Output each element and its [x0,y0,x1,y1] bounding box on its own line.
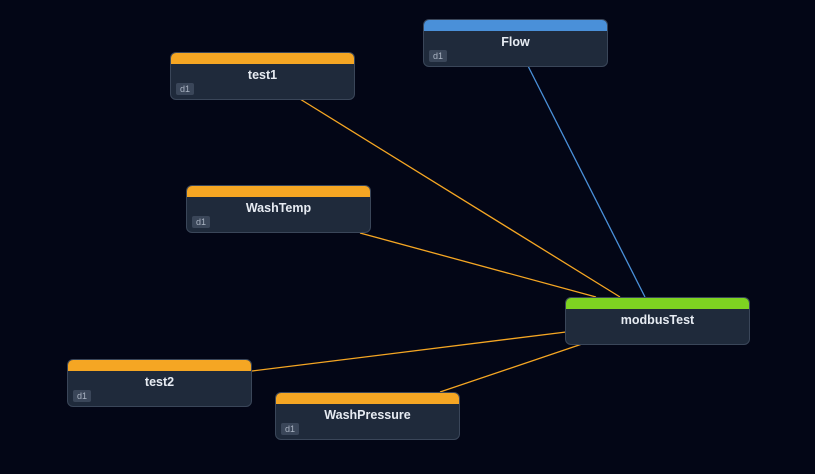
edge-flow-modbustest[interactable] [527,65,646,298]
edge-test2-modbustest[interactable] [251,331,567,372]
node-badge: d1 [192,216,211,228]
node-header-bar [276,393,459,404]
node-washpressure[interactable]: WashPressure d1 [275,392,460,440]
node-washtemp[interactable]: WashTemp d1 [186,185,371,233]
node-title: test2 [144,375,175,389]
node-header-bar [424,20,607,31]
edge-test1-modbustest[interactable] [299,98,621,298]
node-title: Flow [501,35,530,49]
node-test1[interactable]: test1 d1 [170,52,355,100]
node-badge: d1 [429,50,448,62]
node-modbustest[interactable]: modbusTest [565,297,750,345]
node-badge: d1 [73,390,92,402]
edge-washpressure-modbustest[interactable] [439,342,586,393]
node-badge: d1 [281,423,300,435]
node-title: WashTemp [245,201,312,215]
node-header-bar [171,53,354,64]
edge-washtemp-modbustest[interactable] [359,232,597,298]
node-title: test1 [247,68,278,82]
node-flow[interactable]: Flow d1 [423,19,608,67]
node-badge: d1 [176,83,195,95]
node-header-bar [68,360,251,371]
node-header-bar [187,186,370,197]
node-title: WashPressure [324,408,411,422]
node-title: modbusTest [620,313,695,327]
node-test2[interactable]: test2 d1 [67,359,252,407]
node-header-bar [566,298,749,309]
